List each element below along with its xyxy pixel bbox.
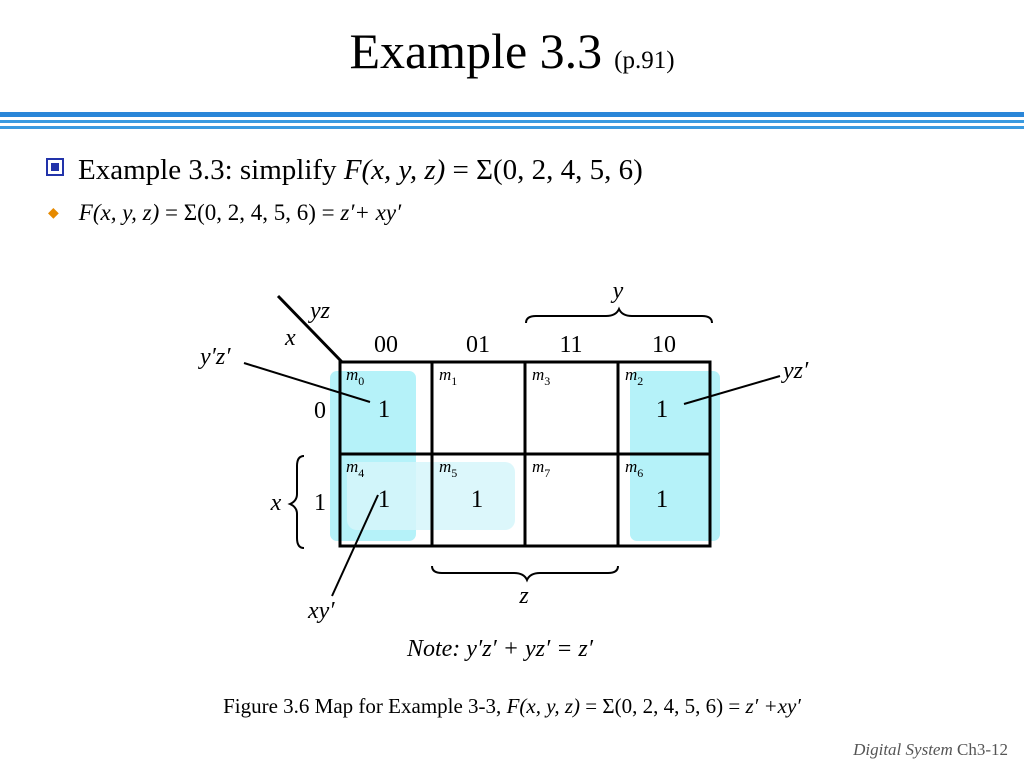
bullet-level1: Example 3.3: simplify F(x, y, z) = Σ(0, … xyxy=(46,154,643,187)
brace-x-label: x xyxy=(270,490,282,516)
cell-value-m5: 1 xyxy=(471,486,484,513)
col-header-11: 11 xyxy=(559,332,582,358)
term-xy-bar: xy′ xyxy=(307,598,335,624)
pointer-yz-bar-right xyxy=(683,375,781,405)
col-header-10: 10 xyxy=(652,332,676,358)
corner-diagonal xyxy=(276,294,344,364)
minterm-label-m3: m3 xyxy=(532,365,550,388)
caption-function: F(x, y, z) xyxy=(506,694,581,718)
cell-value-m0: 1 xyxy=(378,396,391,423)
slide-footer: Digital System Ch3-12 xyxy=(853,740,1008,760)
figure-caption: Figure 3.6 Map for Example 3-3, F(x, y, … xyxy=(0,694,1024,719)
term-yz-bar-right: yz′ xyxy=(781,358,809,384)
corner-col-var: yz xyxy=(308,298,331,324)
bullet1-function: F(x, y, z) xyxy=(343,154,446,186)
cell-value-m2: 1 xyxy=(656,396,669,423)
title-divider-thick xyxy=(0,112,1024,117)
minterm-label-m4: m4 xyxy=(346,457,364,480)
bullet2-function: F(x, y, z) xyxy=(78,200,160,225)
cell-value-m6: 1 xyxy=(656,486,669,513)
minterm-label-m5: m5 xyxy=(439,457,457,480)
brace-y xyxy=(525,306,713,324)
minterm-label-m0: m0 xyxy=(346,365,364,388)
brace-x xyxy=(287,455,305,549)
brace-z xyxy=(431,565,619,583)
row-header-0: 0 xyxy=(314,398,326,424)
bullet1-prefix: Example 3.3: simplify xyxy=(78,154,344,186)
caption-result: z′ +xy′ xyxy=(745,694,801,718)
row-header-1: 1 xyxy=(314,490,326,516)
kmap-grid xyxy=(338,360,712,548)
square-bullet-icon xyxy=(46,158,64,176)
bullet1-rest: = Σ(0, 2, 4, 5, 6) xyxy=(445,154,643,186)
col-header-00: 00 xyxy=(374,332,398,358)
footer-page: Ch3-12 xyxy=(957,740,1008,759)
title-text: Example 3.3 xyxy=(349,23,603,79)
minterm-label-m2: m2 xyxy=(625,365,643,388)
slide-title: Example 3.3 (p.91) xyxy=(0,22,1024,80)
minterm-labels: m0 m1 m3 m2 m4 m5 m7 m6 xyxy=(346,365,643,480)
group-z-bar-right xyxy=(630,371,720,541)
bullet2-result: z′+ xy′ xyxy=(340,200,402,225)
kmap-note: Note: y′z′ + yz′ = z′ xyxy=(406,636,594,662)
cell-value-m4: 1 xyxy=(378,486,391,513)
title-page-ref: (p.91) xyxy=(614,47,675,74)
title-divider-thin-1 xyxy=(0,120,1024,123)
corner-row-var: x xyxy=(284,325,296,351)
bullet-level2: ◆ F(x, y, z) = Σ(0, 2, 4, 5, 6) = z′+ xy′ xyxy=(48,200,401,226)
col-header-01: 01 xyxy=(466,332,490,358)
minterm-label-m1: m1 xyxy=(439,365,457,388)
cell-values: 1 1 1 1 1 xyxy=(378,396,669,513)
pointer-xy-bar xyxy=(331,494,379,597)
bullet2-mid: = Σ(0, 2, 4, 5, 6) = xyxy=(159,200,341,225)
diamond-bullet-icon: ◆ xyxy=(48,206,59,221)
brace-y-label: y xyxy=(611,278,624,304)
caption-prefix: Figure 3.6 Map for Example 3-3, xyxy=(223,694,507,718)
caption-mid: = Σ(0, 2, 4, 5, 6) = xyxy=(580,694,746,718)
footer-course: Digital System xyxy=(853,740,953,759)
minterm-label-m6: m6 xyxy=(625,457,643,480)
minterm-label-m7: m7 xyxy=(532,457,550,480)
term-yz-bar-left: y′z′ xyxy=(198,344,231,370)
brace-z-label: z xyxy=(518,583,529,609)
pointer-yz-bar-left xyxy=(243,362,371,403)
title-divider-thin-2 xyxy=(0,126,1024,129)
